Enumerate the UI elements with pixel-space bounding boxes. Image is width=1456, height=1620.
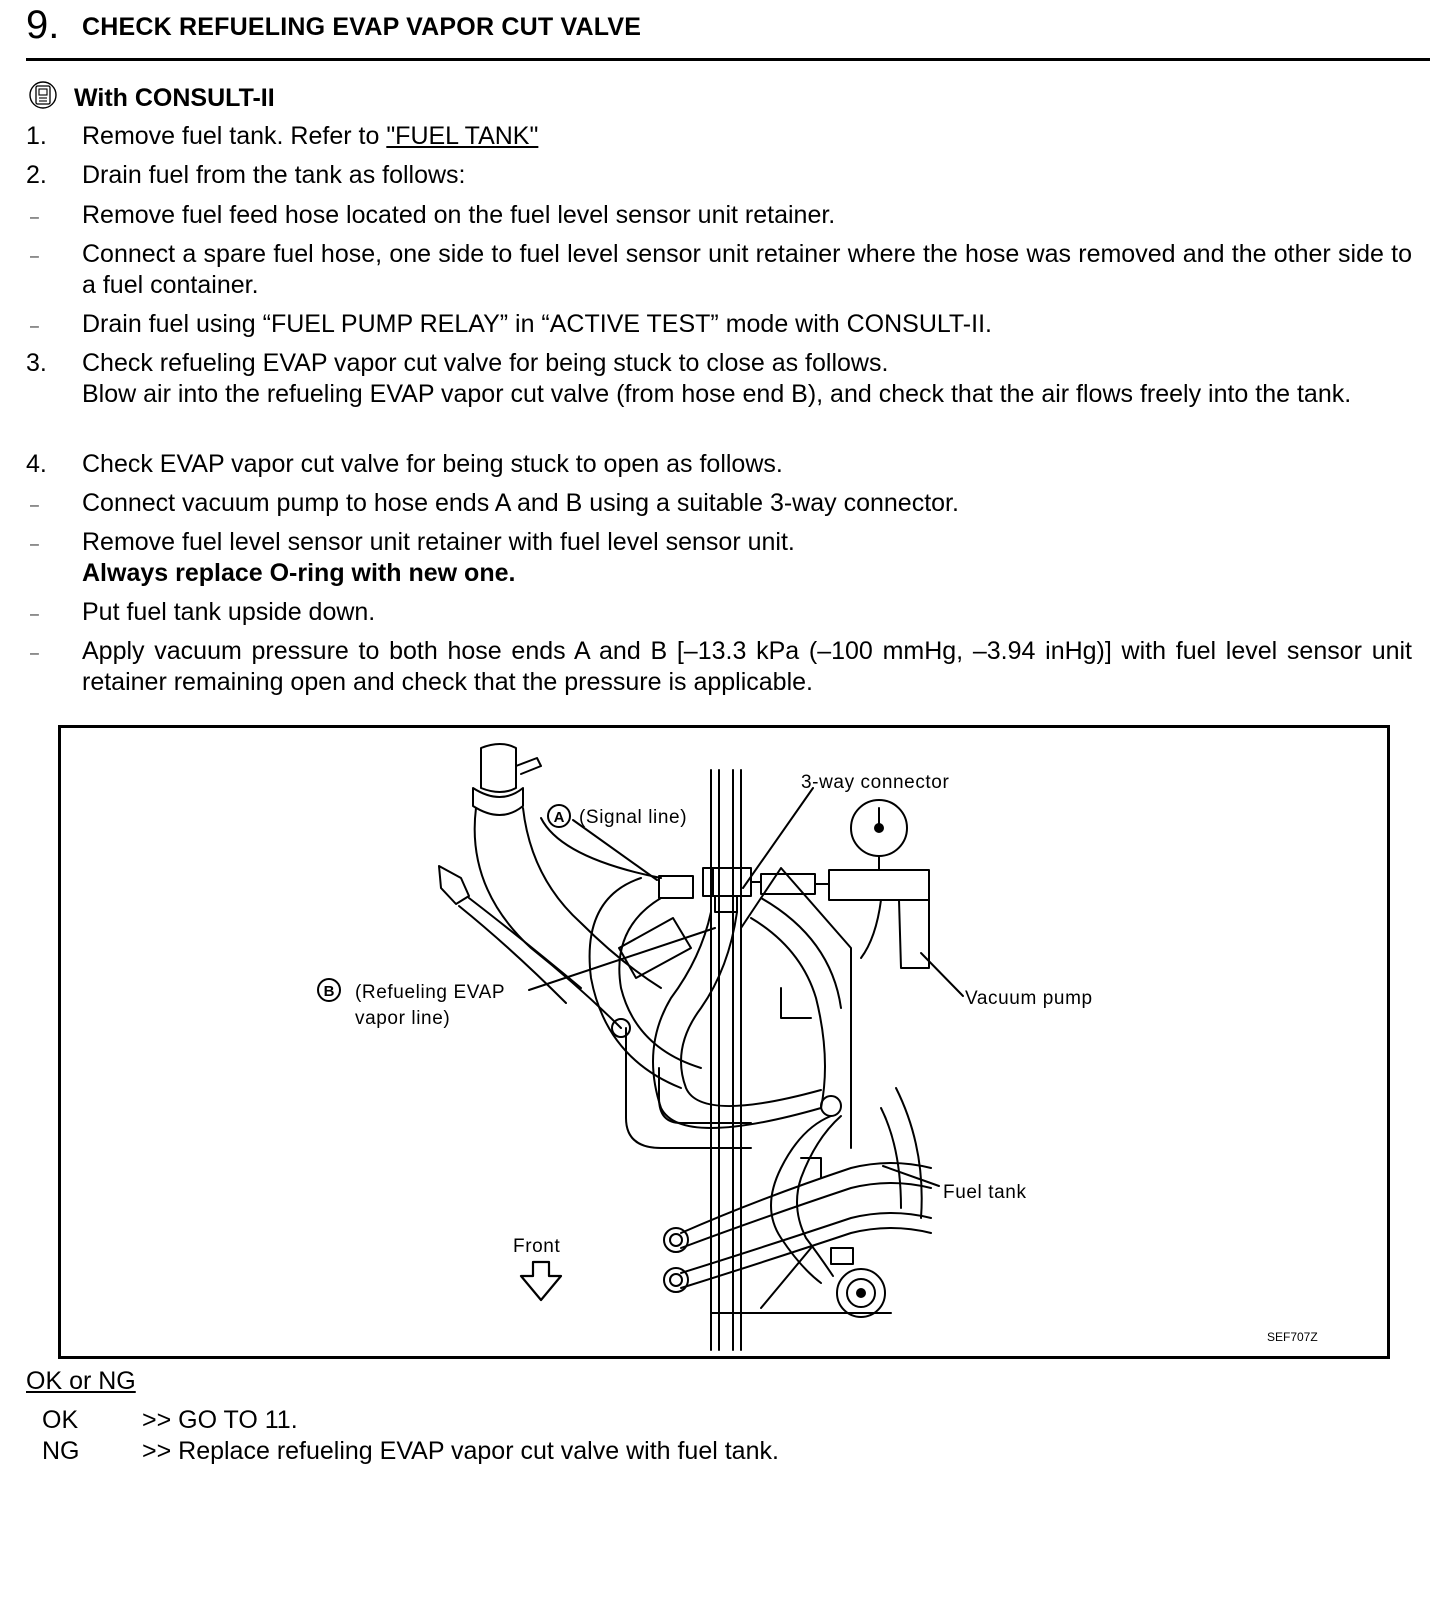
step-title: CHECK REFUELING EVAP VAPOR CUT VALVE [82, 13, 642, 41]
signal-line-label: (Signal line) [579, 807, 687, 828]
instruction-text: Check refueling EVAP vapor cut valve for… [82, 349, 889, 377]
list-marker: – [30, 248, 39, 265]
instruction-text: Drain fuel using “FUEL PUMP RELAY” in “A… [82, 310, 992, 338]
result-row-ng: NG >> Replace refueling EVAP vapor cut va… [42, 1436, 779, 1467]
instruction-text: Apply vacuum pressure to both hose ends … [82, 637, 1412, 696]
result-action: >> Replace refueling EVAP vapor cut valv… [142, 1437, 779, 1465]
list-marker: 1. [26, 122, 47, 150]
instruction-text: Connect a spare fuel hose, one side to f… [82, 240, 1412, 299]
result-row-ok: OK >> GO TO 11. [42, 1405, 298, 1436]
list-marker: – [30, 318, 39, 335]
instruction-text: Remove fuel level sensor unit retainer w… [82, 528, 795, 556]
result-code: NG [42, 1437, 80, 1465]
connector-label: 3-way connector [801, 772, 949, 793]
vacuum-test-illustration: A (Signal line) B (Refueling EVAP vapor … [58, 725, 1390, 1359]
instruction-detail: Blow air into the refueling EVAP vapor c… [82, 380, 1352, 408]
instruction-text: Check EVAP vapor cut valve for being stu… [82, 450, 783, 478]
instruction-text: Remove fuel feed hose located on the fue… [82, 201, 836, 229]
caution-note: Always replace O-ring with new one. [82, 559, 516, 587]
instruction-text: Connect vacuum pump to hose ends A and B… [82, 489, 959, 517]
list-marker: 4. [26, 450, 47, 478]
consult-label: With CONSULT-II [74, 84, 275, 112]
figure-code: SEF707Z [1267, 1330, 1318, 1344]
list-marker: – [30, 645, 39, 662]
list-marker: 3. [26, 349, 47, 377]
result-action: >> GO TO 11. [142, 1406, 298, 1434]
illustration-drawing: A (Signal line) B (Refueling EVAP vapor … [317, 743, 1318, 1351]
list-marker: – [30, 536, 39, 553]
front-label: Front [513, 1236, 560, 1257]
list-marker: – [30, 606, 39, 623]
instruction-text: Put fuel tank upside down. [82, 598, 376, 626]
callout-b: B [317, 978, 341, 1002]
list-marker: 2. [26, 161, 47, 189]
svg-text:B: B [324, 983, 335, 1000]
fuel-tank-link[interactable]: "FUEL TANK" [386, 122, 539, 150]
front-arrow-icon [519, 1260, 563, 1302]
step-number: 9. [26, 3, 60, 47]
callout-a: A [547, 804, 571, 828]
svg-text:A: A [554, 809, 565, 826]
result-heading[interactable]: OK or NG [26, 1367, 136, 1395]
list-marker: – [30, 497, 39, 514]
fuel-tank-label: Fuel tank [943, 1182, 1027, 1203]
list-marker: – [30, 209, 39, 226]
vapor-line-label-1: (Refueling EVAP [355, 982, 505, 1003]
instruction-text: Remove fuel tank. Refer to [82, 122, 387, 150]
consult-tool-icon [29, 81, 57, 109]
result-code: OK [42, 1406, 79, 1434]
vapor-line-label-2: vapor line) [355, 1008, 450, 1029]
step-header: 9. CHECK REFUELING EVAP VAPOR CUT VALVE [26, 0, 1430, 61]
instruction-text: Drain fuel from the tank as follows: [82, 161, 466, 189]
vacuum-pump-label: Vacuum pump [965, 988, 1093, 1009]
